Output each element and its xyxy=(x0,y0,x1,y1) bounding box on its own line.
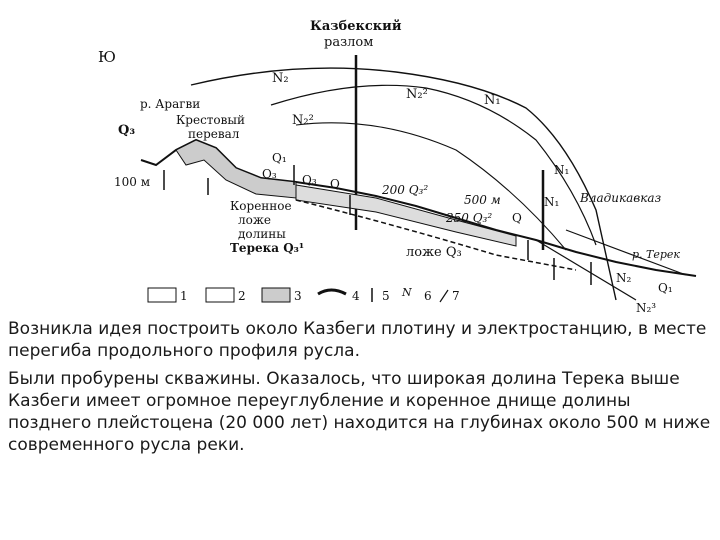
fault-subtitle: разлом xyxy=(324,35,373,50)
legend: 1 2 3 4 5 N 6 7 xyxy=(148,286,460,303)
depth-250-label: 250 Q₃² xyxy=(445,211,492,225)
aragvi-label: р. Арагви xyxy=(140,97,200,111)
depth-100-label: 100 м xyxy=(114,175,150,189)
legend-swatch-2 xyxy=(206,288,234,302)
lozhe-label: ложе Q₃ xyxy=(406,245,462,260)
pass-deposits xyxy=(176,140,296,198)
bedrock-label-1: Коренное xyxy=(230,199,292,213)
legend-label-5: 5 xyxy=(382,289,390,303)
q2-mid-label: Q₃ xyxy=(302,173,317,187)
legend-label-2: 2 xyxy=(238,289,246,303)
n-top-label: N₂ xyxy=(272,71,289,86)
n2-bottom-label: N₂ xyxy=(616,271,632,285)
n1-right-label: N₁ xyxy=(484,93,501,108)
vladikavkaz-label: Владикавказ xyxy=(579,191,661,205)
depth-200-label: 200 Q₃² xyxy=(381,183,428,197)
depth-500-label: 500 м xyxy=(464,193,501,207)
legend-label-4: 4 xyxy=(352,289,360,303)
q-mid-label: Q₁ xyxy=(272,151,287,165)
n-small-label: N₁ xyxy=(544,195,559,209)
q-right-label: Q xyxy=(512,211,522,225)
n2-fault-label: N₂² xyxy=(406,87,428,102)
bedrock-label-3: долины xyxy=(238,227,286,241)
legend-label-7: 7 xyxy=(452,289,460,303)
bedrock-label-2: ложе xyxy=(238,213,271,227)
paragraph-1: Возникла идея построить около Казбеги пл… xyxy=(8,318,714,362)
legend-swatch-3 xyxy=(262,288,290,302)
n2-right-label: N₂³ xyxy=(636,301,656,315)
profile-svg: Ю Казбекский разлом р. Арагви Крестовый … xyxy=(96,0,716,315)
slide-text: Возникла идея построить около Казбеги пл… xyxy=(8,318,714,462)
q-small-label: Q xyxy=(330,177,340,191)
fault-title: Казбекский xyxy=(310,19,402,34)
legend-swatch-4 xyxy=(318,290,346,294)
terek-label: р. Терек xyxy=(632,248,680,261)
n2-mid-label: N₂² xyxy=(292,113,314,128)
legend-label-1: 1 xyxy=(180,289,188,303)
legend-swatch-7 xyxy=(440,290,448,302)
legend-swatch-6: N xyxy=(401,286,412,299)
north-label: Ю xyxy=(98,48,116,66)
geological-profile-figure: Ю Казбекский разлом р. Арагви Крестовый … xyxy=(96,0,716,315)
well-arrows xyxy=(164,165,591,285)
q3-left-label: Q₃ xyxy=(118,123,135,138)
lower-line-1 xyxy=(536,240,636,300)
pass-label-1: Крестовый xyxy=(176,113,245,127)
paragraph-2: Были пробурены скважины. Оказалось, что … xyxy=(8,368,714,456)
legend-swatch-1 xyxy=(148,288,176,302)
q1-right-label: Q₁ xyxy=(658,281,673,295)
n1-fault2-label: N₁ xyxy=(554,163,569,177)
legend-label-3: 3 xyxy=(294,289,302,303)
q3-mid-label: Q₃ xyxy=(262,167,277,181)
bedrock-label-4: Терека Q₃¹ xyxy=(230,241,304,255)
pass-label-2: перевал xyxy=(188,127,240,141)
legend-label-6: 6 xyxy=(424,289,432,303)
